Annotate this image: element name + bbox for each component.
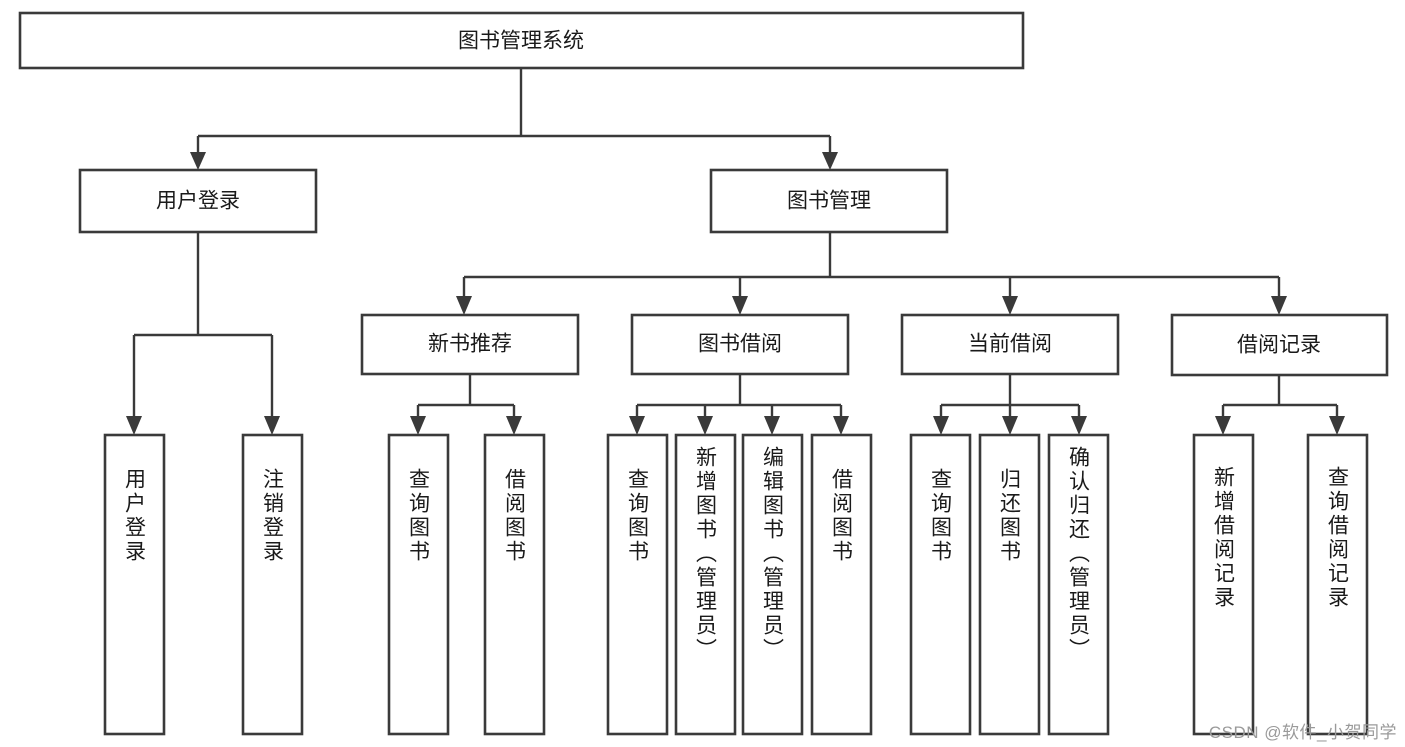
node-leaf-edit-book[interactable]: 编辑图书（管理员） [741,433,804,736]
arrow-to-leaf-confirm-return [1071,416,1087,435]
leaf-query-book-2-label: 查询图书 [626,468,650,564]
node-leaf-user-logout[interactable]: 注销登录 [241,433,304,736]
leaf-confirm-return-label: 确认归还（管理员） [1067,446,1091,662]
node-leaf-query-book-2[interactable]: 查询图书 [606,433,669,736]
arrow-to-leaf-borrow-book-1 [506,416,522,435]
arrow-to-leaf-edit-book [764,416,780,435]
arrow-to-leaf-query-book-2 [629,416,645,435]
arrow-to-leaf-add-book [697,416,713,435]
leaf-user-logout-label: 注销登录 [261,468,285,564]
book-borrow-box[interactable] [630,313,850,376]
user-login-box[interactable] [78,168,318,234]
leaf-borrow-book-2-box[interactable] [810,433,873,736]
arrow-to-leaf-user-logout [264,416,280,435]
node-root[interactable]: 图书管理系统 [18,11,1025,70]
node-book-management[interactable]: 图书管理 [709,168,949,234]
arrow-to-book-borrow [732,296,748,315]
leaf-query-record-box[interactable] [1306,433,1369,736]
leaf-edit-book-box[interactable] [741,433,804,736]
arrow-to-leaf-return-book [1002,416,1018,435]
borrow-record-box[interactable] [1170,313,1389,377]
root-label: 图书管理系统 [458,30,584,53]
leaf-query-book-3-label: 查询图书 [929,468,953,564]
leaf-add-book-label: 新增图书（管理员） [694,446,718,662]
leaf-query-book-1-label: 查询图书 [407,468,431,564]
current-borrow-box[interactable] [900,313,1120,376]
leaf-return-book-label: 归还图书 [998,468,1022,564]
node-new-book-recommend[interactable]: 新书推荐 [360,313,580,376]
root-box[interactable] [18,11,1025,70]
leaf-query-record-label: 查询借阅记录 [1326,466,1350,610]
node-leaf-query-record[interactable]: 查询借阅记录 [1306,433,1369,736]
leaf-user-logout-box[interactable] [241,433,304,736]
book-management-label: 图书管理 [787,190,871,213]
leaf-edit-book-label: 编辑图书（管理员） [761,446,785,662]
node-borrow-record[interactable]: 借阅记录 [1170,313,1389,377]
arrow-to-current-borrow [1002,296,1018,315]
leaf-borrow-book-1-box[interactable] [483,433,546,736]
node-leaf-borrow-book-2[interactable]: 借阅图书 [810,433,873,736]
arrow-to-leaf-borrow-book-2 [833,416,849,435]
leaf-query-book-3-box[interactable] [909,433,972,736]
book-borrow-label: 图书借阅 [698,333,782,356]
arrow-to-new-book-recommend [456,296,472,315]
arrow-to-leaf-query-book-1 [410,416,426,435]
user-login-label: 用户登录 [156,190,240,213]
arrow-to-borrow-record [1271,296,1287,315]
leaf-query-book-1-box[interactable] [387,433,450,736]
leaf-user-login-label: 用户登录 [123,468,147,564]
node-leaf-add-book[interactable]: 新增图书（管理员） [674,433,737,736]
node-book-borrow[interactable]: 图书借阅 [630,313,850,376]
node-current-borrow[interactable]: 当前借阅 [900,313,1120,376]
arrow-to-leaf-query-book-3 [933,416,949,435]
node-user-login[interactable]: 用户登录 [78,168,318,234]
new-book-recommend-box[interactable] [360,313,580,376]
node-leaf-add-record[interactable]: 新增借阅记录 [1192,433,1255,736]
arrow-to-leaf-user-login [126,416,142,435]
node-leaf-query-book-1[interactable]: 查询图书 [387,433,450,736]
leaf-confirm-return-box[interactable] [1047,433,1110,736]
arrow-to-leaf-add-record [1215,416,1231,435]
leaf-borrow-book-1-label: 借阅图书 [503,468,527,564]
arrow-to-user-login [190,152,206,170]
leaf-add-record-label: 新增借阅记录 [1212,466,1236,610]
leaf-query-book-2-box[interactable] [606,433,669,736]
node-leaf-return-book[interactable]: 归还图书 [978,433,1041,736]
arrow-to-book-management [822,152,838,170]
leaf-borrow-book-2-label: 借阅图书 [830,468,854,564]
connector-layer [126,68,1345,435]
node-leaf-query-book-3[interactable]: 查询图书 [909,433,972,736]
book-management-box[interactable] [709,168,949,234]
leaf-user-login-box[interactable] [103,433,166,736]
node-leaf-confirm-return[interactable]: 确认归还（管理员） [1047,433,1110,736]
leaf-return-book-box[interactable] [978,433,1041,736]
current-borrow-label: 当前借阅 [968,333,1052,356]
new-book-recommend-label: 新书推荐 [428,333,512,356]
leaf-add-record-box[interactable] [1192,433,1255,736]
node-leaf-borrow-book-1[interactable]: 借阅图书 [483,433,546,736]
leaf-add-book-box[interactable] [674,433,737,736]
borrow-record-label: 借阅记录 [1237,334,1321,357]
arrow-to-leaf-query-record [1329,416,1345,435]
node-leaf-user-login[interactable]: 用户登录 [103,433,166,736]
